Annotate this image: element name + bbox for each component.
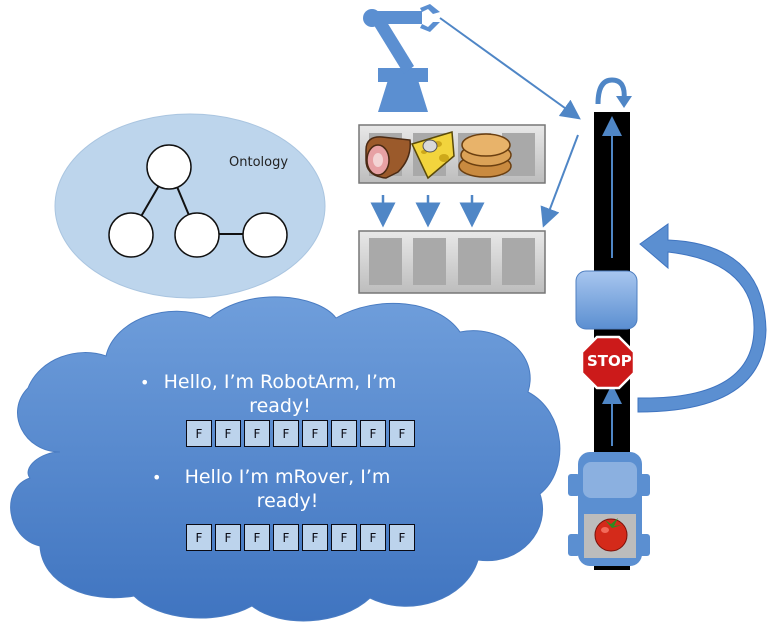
message-1-line-2: ready!: [249, 395, 311, 417]
ontology-label: Ontology: [229, 155, 289, 170]
return-arrow: [637, 223, 767, 413]
flag-cell: F: [302, 420, 328, 447]
ontology-panel: [54, 113, 326, 299]
tomato-icon: [594, 518, 628, 552]
ham-icon: [365, 136, 411, 179]
message-1-line-1: Hello, I’m RobotArm, I’m: [163, 371, 397, 393]
bread-icon: [458, 133, 512, 178]
robot-arm-icon: [363, 4, 440, 112]
stop-sign: [580, 335, 636, 390]
flag-cell: F: [360, 524, 386, 551]
ontology-node-root: [146, 144, 192, 190]
message-cloud: [10, 296, 561, 622]
ontology-node-right: [242, 212, 288, 258]
flag-cell: F: [215, 524, 241, 551]
message-2-line-1: Hello I’m mRover, I’m: [184, 466, 391, 488]
flag-cell: F: [273, 420, 299, 447]
ontology-node-middle: [174, 212, 220, 258]
track-to-shelf-arrow: [540, 134, 579, 228]
flag-cell: F: [186, 524, 212, 551]
flag-cell: F: [331, 524, 357, 551]
message-2-bullet: •: [152, 468, 162, 487]
arm-to-track-arrow: [439, 17, 581, 120]
flag-cell: F: [389, 420, 415, 447]
turnaround-arrow: [595, 77, 627, 105]
message-2-line-2: ready!: [256, 490, 319, 512]
message-1-bullet: •: [140, 373, 150, 392]
flag-cell: F: [186, 420, 212, 447]
flag-cell: F: [302, 524, 328, 551]
flag-cell: F: [273, 524, 299, 551]
cheese-icon: [410, 131, 455, 180]
flag-cell: F: [244, 524, 270, 551]
flag-cell: F: [331, 420, 357, 447]
flag-cell: F: [215, 420, 241, 447]
flag-cell: F: [244, 420, 270, 447]
message-2-flags: F F F F F F F F: [186, 524, 418, 551]
flag-cell: F: [389, 524, 415, 551]
flag-cell: F: [360, 420, 386, 447]
bottom-shelf: [358, 230, 546, 294]
track-block: [575, 270, 638, 330]
stop-sign-label: STOP: [587, 352, 632, 370]
ontology-node-left: [108, 212, 154, 258]
message-1-flags: F F F F F F F F: [186, 420, 418, 447]
